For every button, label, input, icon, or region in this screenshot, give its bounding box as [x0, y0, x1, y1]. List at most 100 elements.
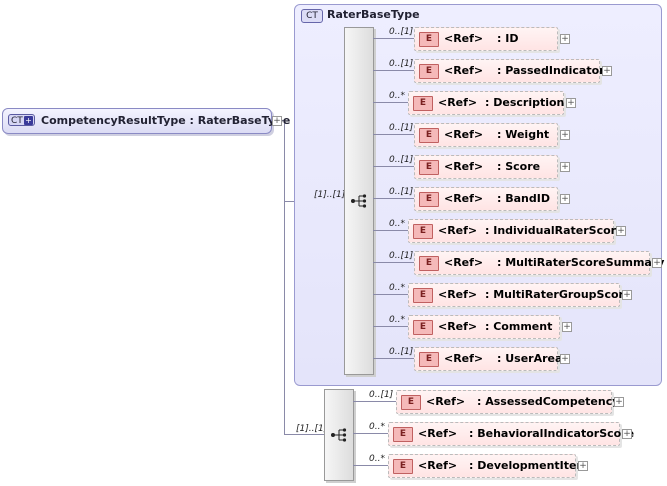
element-icon: E [419, 256, 439, 271]
element-icon: E [419, 64, 439, 79]
element-name: : IndividualRaterScore [485, 224, 624, 237]
element-icon: E [413, 320, 433, 335]
root-expand-icon[interactable]: + [272, 116, 282, 126]
base-connector-2 [373, 102, 408, 103]
base-element-3[interactable]: E<Ref>: Weight [414, 123, 558, 147]
expand-icon[interactable]: + [560, 354, 570, 364]
base-connector-3 [373, 134, 414, 135]
expand-icon[interactable]: + [566, 98, 576, 108]
base-element-6[interactable]: E<Ref>: IndividualRaterScore [408, 219, 624, 243]
expand-icon[interactable]: + [622, 429, 632, 439]
expand-icon[interactable]: + [560, 130, 570, 140]
ext-cardinality-0: 0..[1] [369, 390, 394, 400]
base-connector-1 [373, 70, 414, 71]
base-connector-6 [373, 230, 408, 231]
element-ref-label: <Ref> [438, 96, 478, 109]
element-name: : ID [497, 32, 519, 45]
element-ref-label: <Ref> [444, 64, 484, 77]
element-icon: E [393, 427, 413, 442]
base-cardinality-8: 0..* [389, 283, 405, 293]
element-ref-label: <Ref> [444, 192, 484, 205]
element-icon: E [419, 128, 439, 143]
ext-connector-0 [353, 401, 396, 402]
base-cardinality-1: 0..[1] [389, 59, 414, 69]
element-ref-label: <Ref> [426, 395, 466, 408]
base-cardinality-5: 0..[1] [389, 187, 414, 197]
base-element-7[interactable]: E <Ref> : MultiRaterScoreSummary [414, 251, 664, 275]
base-connector-4 [373, 166, 414, 167]
base-connector-7 [373, 262, 414, 263]
base-cardinality-7: 0..[1] [389, 251, 414, 261]
root-complex-type[interactable]: CT + CompetencyResultType : RaterBaseTyp… [2, 108, 290, 134]
element-ref-label: <Ref> [444, 160, 484, 173]
root-tag-label: CT [11, 116, 23, 126]
sequence-icon [331, 428, 347, 442]
base-sequence-cardinality: [1]..[1] [314, 190, 346, 200]
element-icon: E [413, 288, 433, 303]
base-element-4[interactable]: E<Ref>: Score [414, 155, 558, 179]
base-element-5[interactable]: E<Ref>: BandID [414, 187, 558, 211]
base-element-10[interactable]: E <Ref> : UserArea [414, 347, 562, 371]
base-cardinality-0: 0..[1] [389, 27, 414, 37]
connector-to-ext-seq [284, 434, 324, 435]
ext-cardinality-1: 0..* [369, 422, 385, 432]
base-element-9[interactable]: E<Ref>: Comment [408, 315, 560, 339]
element-name: : UserArea [497, 352, 563, 365]
element-name: : BandID [497, 192, 550, 205]
base-connector-5 [373, 198, 414, 199]
expand-icon[interactable]: + [560, 162, 570, 172]
element-icon: E [413, 224, 433, 239]
ext-element-2[interactable]: E <Ref> : DevelopmentItem [388, 454, 588, 478]
element-icon: E [419, 32, 439, 47]
element-name: : PassedIndicator [497, 64, 605, 77]
element-ref-label: <Ref> [444, 256, 484, 269]
base-element-2[interactable]: E <Ref> : Description [408, 91, 564, 115]
element-ref-label: <Ref> [418, 459, 458, 472]
element-name: : MultiRaterScoreSummary [497, 256, 665, 269]
base-element-8[interactable]: E <Ref> : MultiRaterGroupScore [408, 283, 631, 307]
expand-icon[interactable]: + [652, 258, 662, 268]
expand-icon[interactable]: + [614, 397, 624, 407]
ext-cardinality-2: 0..* [369, 454, 385, 464]
base-element-1[interactable]: E <Ref> : PassedIndicator [414, 59, 605, 83]
expand-icon[interactable]: + [622, 290, 632, 300]
element-name: : BehavioralIndicatorScore [469, 427, 635, 440]
expand-icon[interactable]: + [562, 322, 572, 332]
ext-element-1[interactable]: E<Ref>: BehavioralIndicatorScore [388, 422, 634, 446]
element-name: : Comment [485, 320, 553, 333]
element-name: : DevelopmentItem [469, 459, 588, 472]
element-icon: E [401, 395, 421, 410]
base-connector-0 [373, 38, 414, 39]
plus-icon: + [24, 116, 33, 125]
element-name: : Description [485, 96, 565, 109]
expand-icon[interactable]: + [616, 226, 626, 236]
expand-icon[interactable]: + [560, 194, 570, 204]
complex-type-icon: CT + [8, 114, 35, 126]
extension-sequence[interactable] [324, 389, 354, 481]
group-title: RaterBaseType [327, 8, 420, 21]
element-ref-label: <Ref> [444, 32, 484, 45]
expand-icon[interactable]: + [578, 461, 588, 471]
element-name: : AssessedCompetency [477, 395, 620, 408]
base-sequence[interactable] [344, 27, 374, 375]
element-ref-label: <Ref> [444, 352, 484, 365]
element-icon: E [393, 459, 413, 474]
expand-icon[interactable]: + [560, 34, 570, 44]
base-cardinality-4: 0..[1] [389, 155, 414, 165]
expand-icon[interactable]: + [602, 66, 612, 76]
root-label: CompetencyResultType : RaterBaseType [41, 114, 291, 127]
element-name: : Score [497, 160, 541, 173]
ext-element-0[interactable]: E <Ref> : AssessedCompetency [396, 390, 619, 414]
trunk-line [284, 120, 285, 434]
base-cardinality-3: 0..[1] [389, 123, 414, 133]
element-name: : MultiRaterGroupScore [485, 288, 632, 301]
base-connector-8 [373, 294, 408, 295]
base-cardinality-6: 0..* [389, 219, 405, 229]
element-icon: E [419, 352, 439, 367]
base-cardinality-2: 0..* [389, 91, 405, 101]
base-element-0[interactable]: E <Ref> : ID [414, 27, 558, 51]
element-icon: E [413, 96, 433, 111]
element-name: : Weight [497, 128, 550, 141]
element-ref-label: <Ref> [438, 288, 478, 301]
base-cardinality-9: 0..* [389, 315, 405, 325]
